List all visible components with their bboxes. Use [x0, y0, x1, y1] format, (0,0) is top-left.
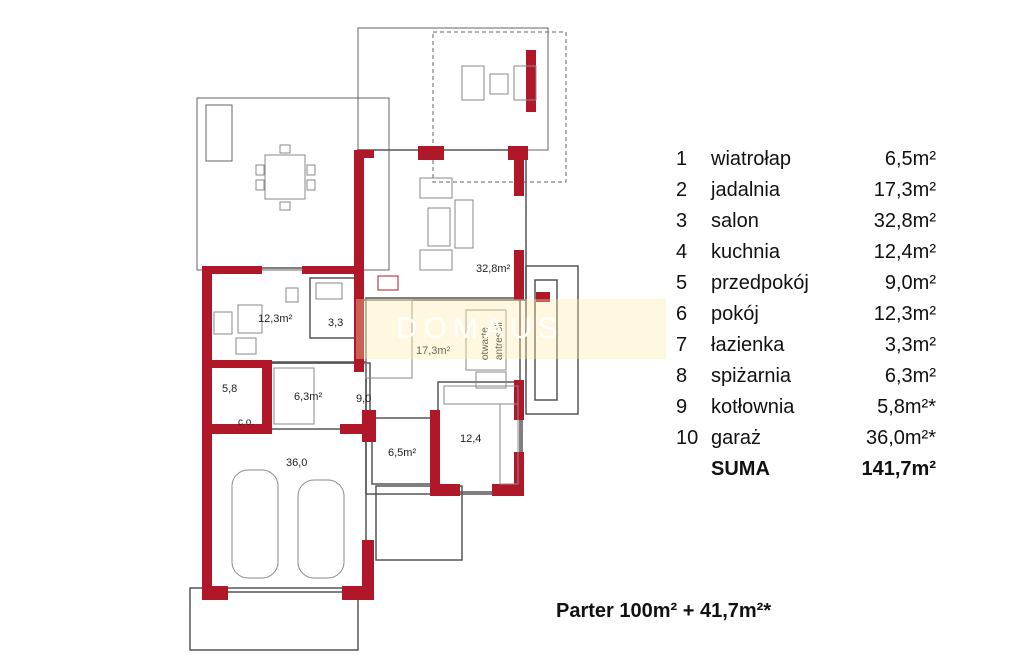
spizarnia-label: 6,3m²: [294, 391, 322, 403]
legend-number: 10: [676, 427, 699, 449]
legend-row: 9 kotłownia 5,8m²*: [676, 392, 936, 423]
kuchnia-label: 12,4: [460, 433, 481, 445]
legend-area: 12,3m²: [873, 303, 936, 325]
legend-room-name: przedpokój: [711, 272, 809, 294]
legend-area: 6,3m²: [884, 365, 936, 387]
legend-room-name: jadalnia: [711, 179, 780, 201]
legend-row: 10 garaż 36,0m²*: [676, 423, 936, 454]
pokoj-label: 12,3m²: [258, 313, 293, 325]
terrace-left: [196, 97, 390, 271]
lazienka-label: 3,3: [328, 317, 343, 329]
legend-area: 32,8m²: [873, 210, 936, 232]
legend-area: 9,0m²: [884, 272, 936, 294]
legend-row: 1 wiatrołap 6,5m²: [676, 144, 936, 175]
watermark: DOMAUS: [356, 299, 666, 359]
legend-area: 6,5m²: [884, 148, 936, 170]
legend-total-label: SUMA: [711, 458, 770, 480]
legend-area: 5,8m²*: [877, 396, 936, 418]
legend-number: 7: [676, 334, 688, 356]
legend-total-area: 141,7m²: [861, 458, 937, 480]
room-labels: 32,8m² 17,3m² 12,3m² 3,3 5,8 c.o. 6,3m² …: [222, 263, 511, 469]
legend-number: 9: [676, 396, 688, 418]
legend-row: 4 kuchnia 12,4m²: [676, 237, 936, 268]
legend-number: 4: [676, 241, 688, 263]
jadalnia-label: 17,3m²: [416, 345, 451, 357]
legend-room-name: pokój: [711, 303, 759, 325]
legend-number: 2: [676, 179, 688, 201]
legend-number: 5: [676, 272, 688, 294]
legend-area: 3,3m²: [884, 334, 936, 356]
garaz-label: 36,0: [286, 457, 307, 469]
legend-room-name: kotłownia: [711, 396, 795, 418]
legend-area: 17,3m²: [873, 179, 936, 201]
przedpokoj-label: 9,0: [356, 393, 371, 405]
salon-label: 32,8m²: [476, 263, 511, 275]
antresola-label-2: antresoli: [494, 322, 505, 360]
legend-room-name: spiżarnia: [711, 365, 792, 387]
legend-room-name: łazienka: [711, 334, 785, 356]
legend-row: 8 spiżarnia 6,3m²: [676, 361, 936, 392]
legend-area: 36,0m²*: [865, 427, 936, 449]
wiatrolap-label: 6,5m²: [388, 447, 416, 459]
legend-number: 3: [676, 210, 688, 232]
legend-area: 12,4m²: [873, 241, 936, 263]
legend-room-name: garaż: [711, 427, 762, 449]
kotlownia-label: 5,8: [222, 383, 237, 395]
co-label: c.o.: [238, 417, 254, 428]
legend-room-name: kuchnia: [711, 241, 780, 263]
floor-summary: Parter 100m² + 41,7m²*: [556, 600, 772, 622]
legend-number: 8: [676, 365, 688, 387]
furniture: [213, 65, 537, 579]
legend-number: 6: [676, 303, 688, 325]
legend-row: 7 łazienka 3,3m²: [676, 330, 936, 361]
antresola-label-1: otwarte: [480, 327, 491, 360]
legend-row: 3 salon 32,8m²: [676, 206, 936, 237]
legend-row: 5 przedpokój 9,0m²: [676, 268, 936, 299]
legend-number: 1: [676, 148, 688, 170]
legend-room-name: wiatrołap: [711, 148, 792, 170]
legend-total-row: SUMA 141,7m²: [676, 454, 936, 485]
area-legend: 1 wiatrołap 6,5m² 2 jadalnia 17,3m² 3 sa…: [676, 144, 936, 485]
legend-row: 2 jadalnia 17,3m²: [676, 175, 936, 206]
legend-room-name: salon: [711, 210, 759, 232]
red-walls: [202, 50, 550, 600]
legend-row: 6 pokój 12,3m²: [676, 299, 936, 330]
